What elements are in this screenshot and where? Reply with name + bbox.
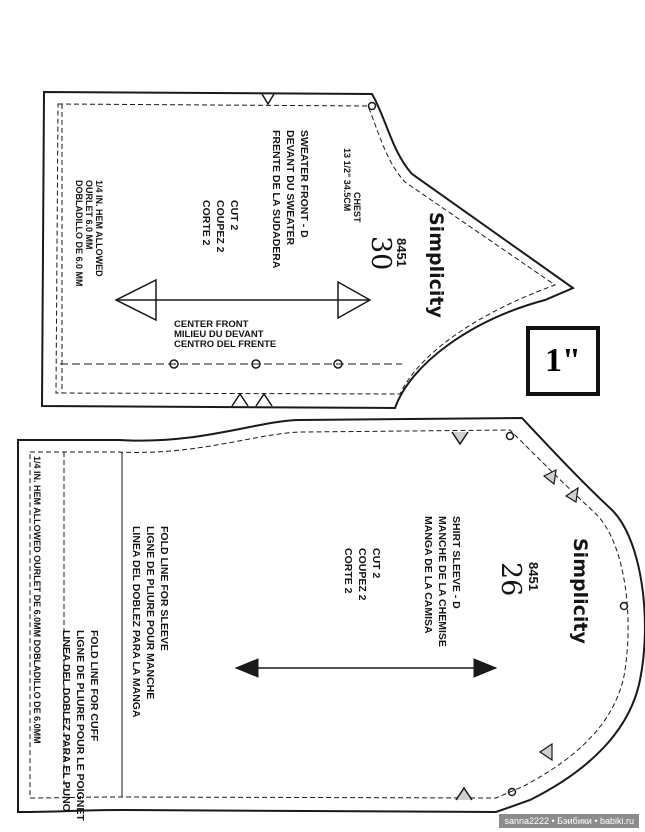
dot-marker xyxy=(169,359,179,369)
sweater-pattern-number: 8451 xyxy=(394,238,409,267)
dot-marker xyxy=(507,787,517,797)
scale-marker-box: 1" xyxy=(526,326,600,396)
sleeve-title-es: MANGA DE LA CAMISA xyxy=(422,516,434,634)
center-front-label: CENTER FRONT MILIEU DU DEVANT CENTRO DEL… xyxy=(174,320,276,350)
dot-marker xyxy=(333,359,343,369)
sleeve-title-en: SHIRT SLEEVE - D xyxy=(450,516,462,609)
notch-marker xyxy=(451,431,469,446)
notch-marker xyxy=(455,786,473,801)
chest-label: CHEST xyxy=(352,192,362,223)
center-front-es: CENTRO DEL FRENTE xyxy=(174,339,277,350)
center-front-fr: MILIEU DU DEVANT xyxy=(174,329,264,340)
sweater-front-outline xyxy=(40,90,576,410)
fold-sleeve-en: FOLD LINE FOR SLEEVE xyxy=(158,526,170,651)
dot-marker xyxy=(251,359,261,369)
sleeve-pattern-number: 8451 xyxy=(526,562,541,591)
sweater-front-piece xyxy=(40,90,576,410)
fold-cuff-en: FOLD LINE FOR CUFF xyxy=(88,630,100,742)
fold-sleeve-es: LINEA DEL DOBLEZ PARA LA MANGA xyxy=(130,526,142,718)
sleeve-cut-en: CUT 2 xyxy=(370,548,382,579)
sleeve-cut-fr: COUPEZ 2 xyxy=(356,548,368,601)
grain-arrow-head xyxy=(114,278,157,322)
sweater-brand-logo: Simplicity xyxy=(425,212,447,318)
sweater-title-fr: DEVANT DU SWEATER xyxy=(284,130,296,246)
sweater-front-seam-line xyxy=(55,103,557,395)
notch-marker xyxy=(231,392,273,407)
sweater-hem-es: DOBLADILLO DE 6.0 MM xyxy=(74,180,84,287)
fold-cuff-es: LINEA DEL DOBLEZ PARA EL PUNO xyxy=(60,630,72,812)
sleeve-brand-logo: Simplicity xyxy=(569,538,591,644)
sweater-cut-es: CORTE 2 xyxy=(200,200,212,246)
sweater-hem-en: 1/4 IN. HEM ALLOWED xyxy=(94,180,104,277)
shirt-sleeve-piece xyxy=(17,416,645,814)
notch-marker xyxy=(542,468,579,503)
fold-cuff-fr: LIGNE DE PLIURE POUR LE POIGNET xyxy=(74,630,86,821)
sleeve-seam-line xyxy=(29,429,629,799)
notch-marker xyxy=(261,93,275,106)
sweater-title-es: FRENTE DE LA SUDADERA xyxy=(270,130,282,269)
sleeve-cut-es: CORTE 2 xyxy=(342,548,354,594)
sleeve-hem-allowance: 1/4 IN. HEM ALLOWED OURLET DE 6.0MM DOBL… xyxy=(32,456,42,744)
watermark: sanna2222 • Бэибики • babiki.ru xyxy=(499,814,639,828)
sweater-hem-fr: OURLET 6.0 MM xyxy=(84,180,94,250)
center-front-en: CENTER FRONT xyxy=(174,319,249,330)
dot-marker xyxy=(619,601,629,611)
dot-marker xyxy=(505,431,515,441)
grain-arrow-head xyxy=(234,658,259,678)
sweater-title-en: SWEATER FRONT - D xyxy=(298,130,310,238)
grain-arrow-head xyxy=(473,658,498,678)
sweater-piece-number: 30 xyxy=(365,236,396,271)
dot-marker xyxy=(367,101,377,111)
grain-arrow-head xyxy=(337,280,372,320)
sweater-cut-fr: COUPEZ 2 xyxy=(214,200,226,253)
sleeve-outline xyxy=(17,416,645,814)
notch-marker xyxy=(538,742,553,762)
sleeve-piece-number: 26 xyxy=(495,562,526,597)
fold-sleeve-fr: LIGNE DE PLIURE POUR MANCHE xyxy=(144,526,156,700)
sleeve-title-fr: MANCHE DE LA CHEMISE xyxy=(436,516,448,647)
chest-measurement: 13 1/2" 34.5CM xyxy=(342,148,352,212)
scale-marker-label: 1" xyxy=(545,342,581,379)
sweater-cut-en: CUT 2 xyxy=(228,200,240,231)
